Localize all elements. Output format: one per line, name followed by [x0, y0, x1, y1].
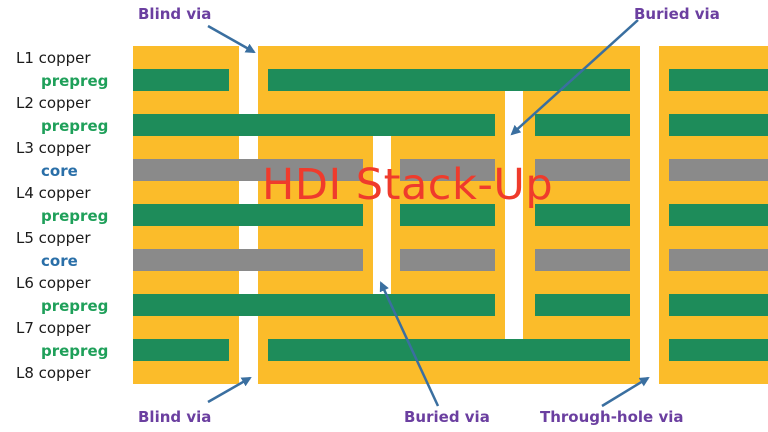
buried-via-outer	[505, 91, 523, 339]
prepreg-strip	[669, 69, 768, 91]
prepreg-strip	[400, 204, 495, 226]
layer-label-core: core	[41, 162, 78, 180]
layer-label-l2-copper: L2 copper	[16, 94, 91, 112]
core-strip	[400, 159, 495, 181]
layer-label-prepreg: prepreg	[41, 72, 109, 90]
prepreg-strip	[268, 339, 630, 361]
caption-buried-via-bottom: Buried via	[404, 408, 490, 426]
through-hole-via	[640, 46, 659, 384]
caption-blind-via-bottom: Blind via	[138, 408, 212, 426]
core-strip	[535, 159, 630, 181]
core-strip	[669, 159, 768, 181]
blind-via-bottom	[239, 316, 258, 384]
arrow-blind-via-bottom	[207, 376, 252, 404]
arrow-buried-via-bottom	[379, 281, 440, 407]
prepreg-strip	[268, 69, 630, 91]
arrow-blind-via-top	[207, 24, 256, 54]
core-strip	[133, 249, 363, 271]
prepreg-strip	[133, 339, 229, 361]
layer-label-l3-copper: L3 copper	[16, 139, 91, 157]
core-strip	[535, 249, 630, 271]
prepreg-strip	[669, 339, 768, 361]
prepreg-strip	[669, 294, 768, 316]
layer-label-prepreg: prepreg	[41, 207, 109, 225]
layer-label-l4-copper: L4 copper	[16, 184, 91, 202]
layer-label-l8-copper: L8 copper	[16, 364, 91, 382]
caption-blind-via-top: Blind via	[138, 5, 212, 23]
layer-label-prepreg: prepreg	[41, 117, 109, 135]
layer-label-l5-copper: L5 copper	[16, 229, 91, 247]
core-strip	[669, 249, 768, 271]
layer-label-l7-copper: L7 copper	[16, 319, 91, 337]
prepreg-strip	[535, 294, 630, 316]
prepreg-strip	[133, 294, 495, 316]
layer-label-core: core	[41, 252, 78, 270]
layer-label-prepreg: prepreg	[41, 297, 109, 315]
prepreg-strip	[133, 114, 495, 136]
layer-label-l6-copper: L6 copper	[16, 274, 91, 292]
arrow-through-hole-via	[601, 376, 650, 408]
diagram-title: HDI Stack-Up	[262, 160, 554, 210]
buried-via-inner	[373, 136, 391, 294]
prepreg-strip	[669, 204, 768, 226]
core-strip	[133, 159, 363, 181]
blind-via-top	[239, 46, 258, 114]
prepreg-strip	[535, 204, 630, 226]
prepreg-strip	[133, 69, 229, 91]
caption-through-hole-via: Through-hole via	[540, 408, 684, 426]
core-strip	[400, 249, 495, 271]
prepreg-strip	[133, 204, 363, 226]
layer-label-l1-copper: L1 copper	[16, 49, 91, 67]
prepreg-strip	[535, 114, 630, 136]
layer-label-prepreg: prepreg	[41, 342, 109, 360]
prepreg-strip	[669, 114, 768, 136]
caption-buried-via-top: Buried via	[634, 5, 720, 23]
arrow-buried-via-top	[510, 19, 639, 136]
